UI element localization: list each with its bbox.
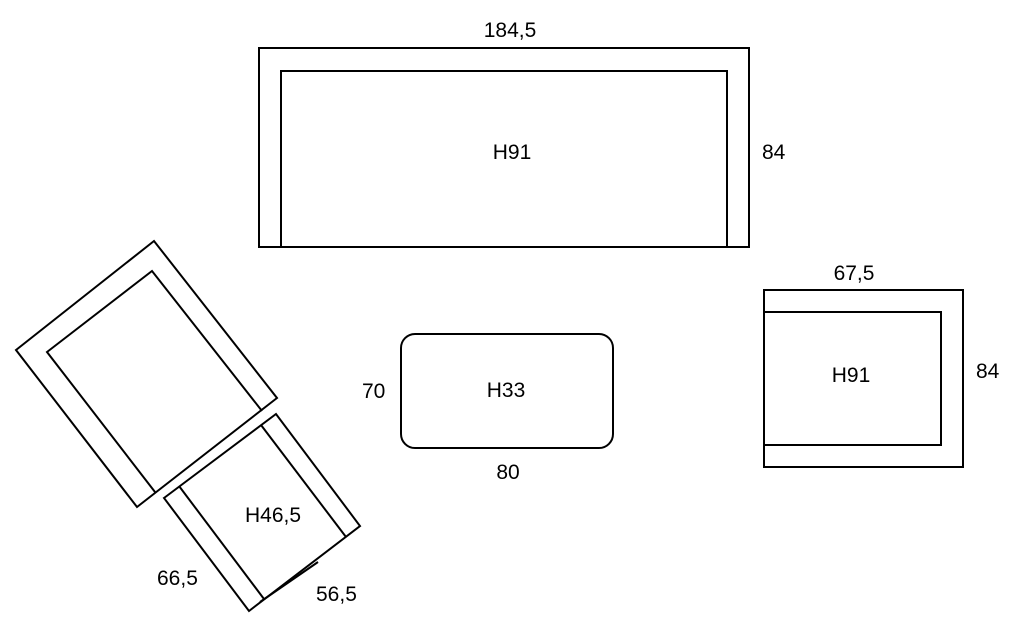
sofa-width-label: 184,5 — [484, 19, 537, 42]
ottoman-bottom-edge — [259, 561, 319, 603]
coffee-table-height-label: H33 — [487, 379, 526, 402]
lounger-chair — [14, 239, 279, 509]
coffee-table-depth-label: 70 — [362, 380, 385, 403]
lounger-chair-seat-outline — [45, 269, 263, 493]
ottoman-right-edge — [260, 424, 347, 538]
coffee-table-width-label: 80 — [496, 461, 519, 484]
armchair-depth-label: 84 — [976, 360, 1000, 383]
armchair-height-label: H91 — [832, 364, 871, 387]
armchair: 67,5 84 H91 — [763, 262, 1000, 468]
sofa-seat-outline — [280, 70, 728, 247]
lounger-width-label: 56,5 — [316, 583, 357, 606]
lounger-length-label: 66,5 — [157, 567, 198, 590]
lounger-ottoman: H46,5 66,5 56,5 — [157, 412, 362, 613]
sofa-outline — [258, 47, 750, 248]
armchair-outline — [763, 289, 964, 468]
ottoman-outline — [162, 412, 362, 613]
sofa: 184,5 84 H91 — [258, 19, 786, 248]
ottoman-left-edge — [178, 485, 265, 600]
armchair-width-label: 67,5 — [834, 262, 875, 285]
lounger-height-label: H46,5 — [245, 504, 301, 527]
lounger-chair-outline — [14, 239, 279, 509]
sofa-height-label: H91 — [493, 141, 532, 164]
coffee-table: 70 80 H33 — [362, 333, 614, 484]
sofa-depth-label: 84 — [762, 141, 786, 164]
armchair-seat-outline — [764, 311, 942, 446]
coffee-table-outline — [400, 333, 614, 449]
